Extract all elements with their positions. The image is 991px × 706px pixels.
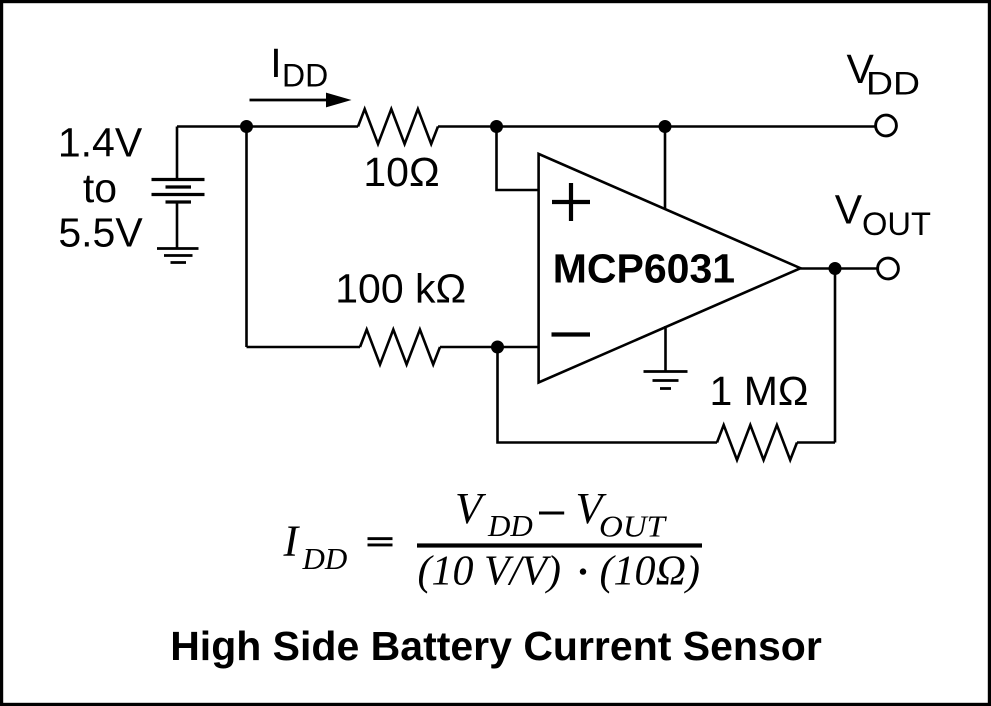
svg-text:V: V xyxy=(455,484,487,533)
svg-text:High Side Battery Current Sens: High Side Battery Current Sensor xyxy=(170,623,822,669)
svg-text:OUT: OUT xyxy=(862,206,931,242)
svg-text:V: V xyxy=(847,46,875,92)
svg-text:MCP6031: MCP6031 xyxy=(553,246,735,292)
svg-text:DD: DD xyxy=(487,508,533,543)
svg-text:I: I xyxy=(283,517,301,566)
svg-text:OUT: OUT xyxy=(599,509,668,544)
svg-text:DD: DD xyxy=(302,541,348,576)
svg-text:DD: DD xyxy=(866,66,920,102)
svg-text:10Ω: 10Ω xyxy=(363,149,439,195)
svg-text:100 kΩ: 100 kΩ xyxy=(335,266,466,312)
svg-text:(10Ω): (10Ω) xyxy=(600,549,701,595)
svg-text:I: I xyxy=(270,40,281,86)
svg-text:(10 V/V): (10 V/V) xyxy=(418,549,562,595)
svg-text:V: V xyxy=(576,484,608,533)
svg-text:V: V xyxy=(835,187,863,233)
svg-text:1 MΩ: 1 MΩ xyxy=(710,368,809,414)
svg-text:5.5V: 5.5V xyxy=(58,210,143,256)
svg-text:DD: DD xyxy=(282,58,328,94)
svg-text:1.4V: 1.4V xyxy=(58,120,143,166)
svg-text:to: to xyxy=(83,165,117,211)
